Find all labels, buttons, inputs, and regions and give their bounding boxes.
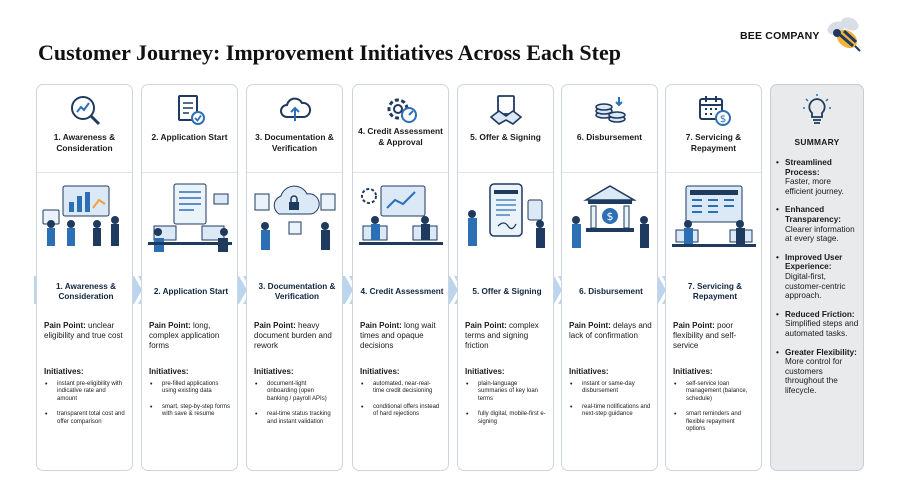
initiatives-heading: Initiatives: [149, 367, 189, 376]
band-label-servicing: 7. Servicing & Repayment [687, 282, 743, 301]
list-item: real-time notifications and next-step gu… [569, 404, 651, 419]
step-card-credit-assessment: 4. Credit Assessment & Approval Pain Poi… [352, 84, 449, 471]
pain-point: Pain Point: delays and lack of confirmat… [569, 321, 652, 340]
initiatives-heading: Initiatives: [254, 367, 294, 376]
lightbulb-icon [803, 94, 831, 124]
pain-point: Pain Point: complex terms and signing fr… [465, 321, 539, 350]
initiatives-heading: Initiatives: [673, 367, 713, 376]
credit-assessment-illustration [359, 185, 443, 245]
brand-name: BEE COMPANY [740, 30, 820, 42]
step-title: 2. Application Start [151, 132, 228, 142]
bee-logo-icon [827, 17, 861, 52]
list-item: Streamlined Process:Faster, more efficie… [775, 158, 860, 196]
band-label-disbursement: 6. Disbursement [579, 287, 643, 296]
step-card-offer-signing: 5. Offer & Signing Pain Point: complex t… [457, 84, 554, 471]
application-illustration [148, 183, 232, 252]
list-item: fully digital, mobile-first e-signing [465, 411, 547, 426]
calendar-dollar-icon: $ [698, 96, 731, 126]
pain-point: Pain Point: long wait times and opaque d… [360, 321, 436, 350]
band-label-documentation: 3. Documentation & Verification [258, 282, 336, 301]
band-label-credit: 4. Credit Assessment [360, 287, 444, 296]
step-header: 2. Application Start [142, 85, 237, 173]
step-title: 1. Awareness & Consideration [53, 132, 116, 153]
list-item: instant or same-day disbursement [569, 381, 651, 396]
initiatives-list: plain-language summaries of key loan ter… [465, 381, 547, 434]
page-title: Customer Journey: Improvement Initiative… [38, 40, 621, 65]
servicing-illustration [672, 185, 756, 247]
summary-title: SUMMARY [794, 137, 840, 147]
step-header: 5. Offer & Signing [458, 85, 553, 173]
step-header: $ 7. Servicing & Repayment [666, 85, 761, 173]
initiatives-list: document-light onboarding (open banking … [254, 381, 336, 434]
initiatives-heading: Initiatives: [569, 367, 609, 376]
band-label-application: 2. Application Start [153, 287, 229, 296]
list-item: document-light onboarding (open banking … [254, 381, 336, 403]
step-title: 3. Documentation & Verification [255, 132, 334, 153]
pain-point: Pain Point: unclear eligibility and true… [44, 321, 123, 340]
initiatives-list: pre-filled applications using existing d… [149, 381, 231, 427]
list-item: smart reminders and flexible repayment o… [673, 411, 755, 433]
documentation-illustration [254, 185, 336, 250]
step-header: 6. Disbursement [562, 85, 657, 173]
step-title: 6. Disbursement [576, 132, 643, 142]
awareness-illustration [42, 185, 119, 246]
disbursement-illustration: $ [572, 185, 649, 248]
coins-stack-icon [594, 97, 626, 123]
step-card-awareness: 1. Awareness & Consideration Pain Point:… [36, 84, 133, 471]
handshake-icon [489, 95, 522, 125]
list-item: automated, near-real-time credit decisio… [360, 381, 442, 396]
step-header: 1. Awareness & Consideration [37, 85, 132, 173]
list-item: Greater Flexibility:More control for cus… [775, 348, 860, 396]
step-card-disbursement: 6. Disbursement $ Pain Point: delays and… [561, 84, 658, 471]
list-item: transparent total cost and offer compari… [44, 411, 126, 426]
band-label-awareness: 1. Awareness & Consideration [55, 282, 117, 301]
list-item: pre-filled applications using existing d… [149, 381, 231, 396]
summary-panel: SUMMARY Streamlined Process:Faster, more… [770, 84, 864, 471]
step-card-application: 2. Application Start Pain Point: long, c… [141, 84, 238, 471]
gear-gauge-icon [387, 98, 417, 123]
list-item: real-time status tracking and instant va… [254, 411, 336, 426]
list-item: instant pre-eligibility with indicative … [44, 381, 126, 403]
list-item: self-service loan management (balance, s… [673, 381, 755, 403]
band-label-offer: 5. Offer & Signing [472, 287, 542, 296]
svg-text:$: $ [719, 114, 725, 125]
initiatives-heading: Initiatives: [465, 367, 505, 376]
initiatives-list: instant or same-day disbursement real-ti… [569, 381, 651, 427]
step-card-servicing: $ 7. Servicing & Repayment Pain Point: p… [665, 84, 762, 471]
list-item: Enhanced Transparency:Clearer informatio… [775, 205, 860, 243]
initiatives-heading: Initiatives: [44, 367, 84, 376]
list-item: smart, step-by-step forms with save & re… [149, 404, 231, 419]
step-header: 4. Credit Assessment & Approval [353, 85, 448, 173]
list-item: Reduced Friction:Simplified steps and au… [775, 310, 860, 339]
step-header: 3. Documentation & Verification [247, 85, 342, 173]
step-title: 7. Servicing & Repayment [685, 132, 742, 153]
magnifier-chart-icon [70, 96, 100, 126]
list-item: Improved User Experience:Digital-first, … [775, 253, 860, 301]
initiatives-list: instant pre-eligibility with indicative … [44, 381, 126, 434]
pain-point: Pain Point: heavy document burden and re… [254, 321, 332, 350]
svg-text:$: $ [607, 210, 614, 223]
step-title: 5. Offer & Signing [470, 132, 541, 142]
offer-signing-illustration [468, 183, 545, 248]
step-title: 4. Credit Assessment & Approval [358, 126, 443, 147]
pain-point: Pain Point: long, complex application fo… [149, 321, 220, 350]
list-item: conditional offers instead of hard rejec… [360, 404, 442, 419]
list-item: plain-language summaries of key loan ter… [465, 381, 547, 403]
document-check-icon [177, 95, 205, 125]
initiatives-list: self-service loan management (balance, s… [673, 381, 755, 441]
step-card-documentation: 3. Documentation & Verification Pain Poi… [246, 84, 343, 471]
initiatives-list: automated, near-real-time credit decisio… [360, 381, 442, 427]
initiatives-heading: Initiatives: [360, 367, 400, 376]
summary-list: Streamlined Process:Faster, more efficie… [775, 158, 860, 404]
pain-point: Pain Point: poor flexibility and self-se… [673, 321, 737, 350]
cloud-upload-icon [279, 97, 311, 121]
